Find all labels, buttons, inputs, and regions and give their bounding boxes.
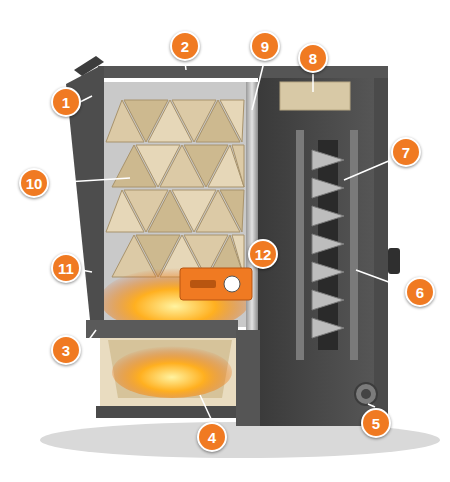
front-frame	[236, 330, 260, 426]
callout-number: 3	[51, 335, 81, 365]
base-plate	[96, 406, 246, 418]
control-dial	[224, 276, 240, 292]
top-insulation	[280, 82, 350, 110]
callout-number: 10	[19, 168, 49, 198]
outlet-pipe	[355, 383, 377, 405]
callout-number: 5	[361, 408, 391, 438]
callout-number: 7	[391, 137, 421, 167]
callout-number: 8	[298, 43, 328, 73]
callout-number: 2	[170, 31, 200, 61]
control-slot	[190, 280, 216, 288]
control-box	[180, 268, 252, 300]
ash-door	[86, 320, 238, 338]
side-knob	[388, 248, 400, 274]
leader-lines	[50, 62, 405, 421]
top-plate	[98, 66, 388, 78]
callout-number: 11	[51, 253, 81, 283]
callout-number: 6	[405, 277, 435, 307]
callout-number: 4	[197, 422, 227, 452]
callout-number: 12	[248, 239, 278, 269]
callout-number: 9	[250, 31, 280, 61]
firewood-log	[220, 190, 244, 232]
firewood-log	[220, 100, 244, 142]
door-handle	[74, 56, 104, 76]
callout-number: 1	[51, 87, 81, 117]
turbulator	[312, 150, 344, 338]
outlet-pipe-bore	[361, 389, 371, 399]
combustion-chamber	[100, 338, 240, 408]
tube-wall	[296, 130, 304, 360]
flame	[112, 346, 232, 398]
refractory-brick	[108, 340, 232, 398]
tube-wall	[350, 130, 358, 360]
firewood	[106, 100, 244, 277]
side-wall	[374, 74, 388, 426]
firewood-log	[208, 145, 244, 187]
firewood-log	[232, 145, 244, 187]
